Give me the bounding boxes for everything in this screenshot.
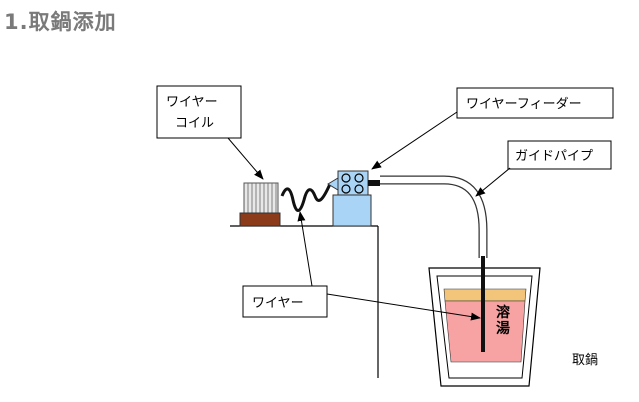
wire-label: ワイヤー xyxy=(252,296,304,311)
coil-body xyxy=(243,182,279,214)
feeder-outlet xyxy=(368,180,380,186)
wire-curve xyxy=(280,183,332,212)
wire-feeder-label: ワイヤーフィーダー xyxy=(466,97,582,112)
wire-coil-label-2: コイル xyxy=(175,116,214,131)
guide-pipe-outer xyxy=(380,175,488,258)
arrow-wire-to-melt xyxy=(326,293,481,321)
guide-pipe-label: ガイドパイプ xyxy=(515,149,593,164)
label-box-wire xyxy=(242,285,328,318)
label-box-guide-pipe xyxy=(507,140,612,170)
label-box-wire-coil xyxy=(156,85,242,139)
wire-feeder xyxy=(327,170,380,227)
molten-label-1: 溶 xyxy=(496,304,510,321)
arrow-guide-pipe xyxy=(475,167,511,197)
arrow-wire-to-curve xyxy=(297,211,313,287)
page-title: 1.取鍋添加 xyxy=(4,10,117,34)
arrow-wire-feeder xyxy=(371,111,458,170)
arrow-wire-coil xyxy=(227,137,264,180)
feeder-body xyxy=(332,194,372,227)
coil-base xyxy=(239,212,281,227)
ladle-label: 取鍋 xyxy=(572,352,598,368)
molten-label-2: 湯 xyxy=(496,320,510,337)
wire-coil xyxy=(239,182,281,227)
label-box-wire-feeder xyxy=(456,87,614,119)
wire-coil-label-1: ワイヤー xyxy=(166,95,218,110)
